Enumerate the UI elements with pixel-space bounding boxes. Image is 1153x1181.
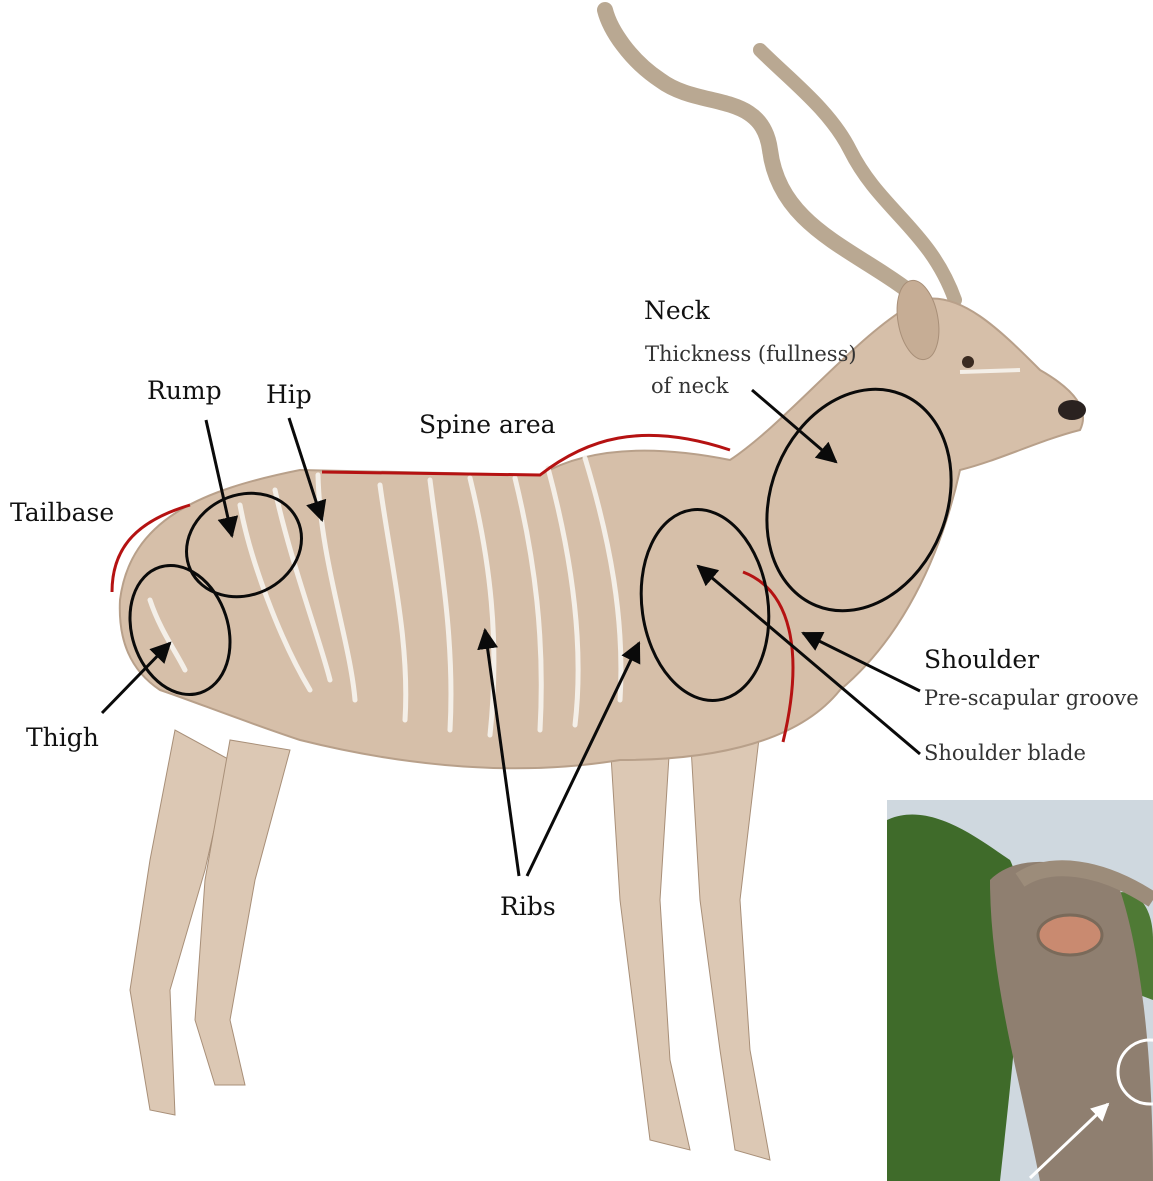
rump-label: Rump <box>147 376 222 405</box>
ribs-label: Ribs <box>500 892 556 921</box>
neck-description-line-1: Thickness (fullness) <box>645 342 857 366</box>
neck-description-line-2: of neck <box>651 374 729 398</box>
horns <box>605 10 955 300</box>
thigh-label: Thigh <box>26 723 99 752</box>
pre-scapular-groove-label: Pre-scapular groove <box>924 686 1139 710</box>
legs <box>130 730 770 1160</box>
shoulder-blade-label: Shoulder blade <box>924 741 1086 765</box>
hip-label: Hip <box>266 380 312 409</box>
neck-label: Neck <box>644 296 710 325</box>
spine-area-label: Spine area <box>419 410 556 439</box>
inset-photo <box>887 800 1153 1181</box>
shoulder-label: Shoulder <box>924 645 1039 674</box>
tailbase-label: Tailbase <box>10 498 114 527</box>
